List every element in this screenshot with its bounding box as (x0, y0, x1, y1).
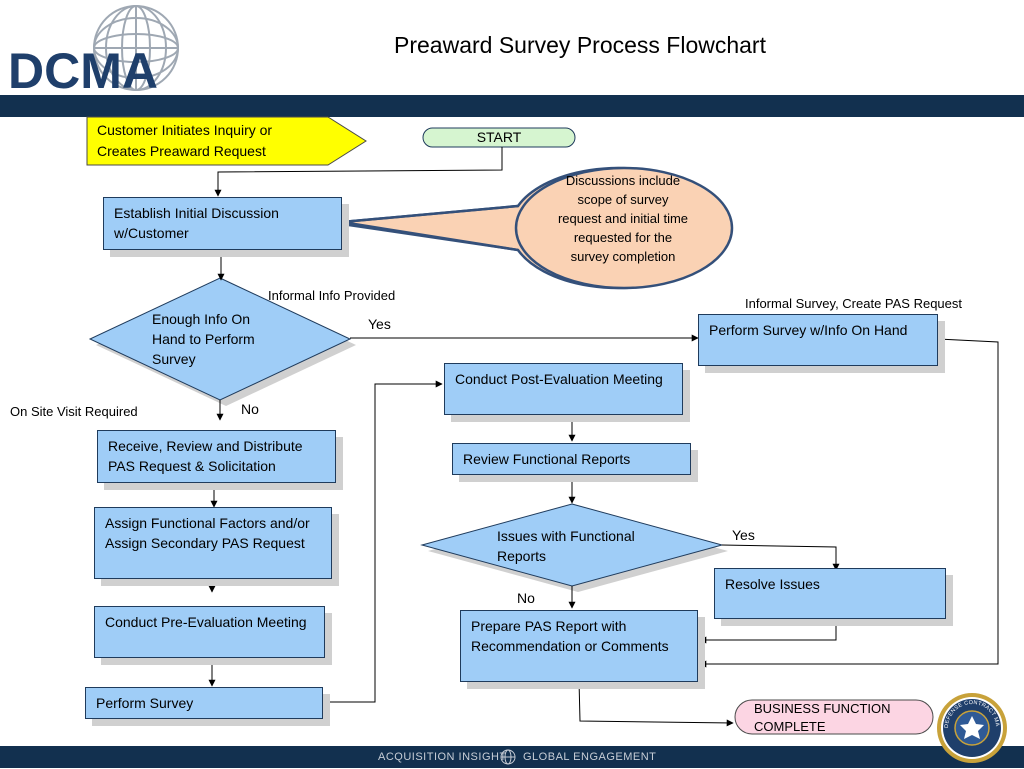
footer-left-text: ACQUISITION INSIGHT (378, 751, 507, 763)
establish-discussion-box: Establish Initial Discussion w/Customer (103, 197, 342, 250)
page-title: Preaward Survey Process Flowchart (394, 32, 766, 58)
complete-shape (734, 699, 934, 735)
informal-survey-label: Informal Survey, Create PAS Request (745, 296, 963, 311)
customer-shape (86, 116, 367, 166)
globe-icon (500, 749, 516, 765)
no-label-1: No (241, 401, 259, 417)
enough-info-label: Enough Info On Hand to Perform Survey (152, 311, 255, 367)
logo-text: DCMA (8, 43, 158, 94)
receive-review-box: Receive, Review and Distribute PAS Reque… (97, 430, 336, 483)
issues-label: Issues with Functional Reports (497, 528, 635, 564)
no-label-2: No (517, 590, 535, 606)
yes-label-1: Yes (368, 316, 391, 332)
assign-functional-box: Assign Functional Factors and/or Assign … (94, 507, 332, 579)
review-reports-box: Review Functional Reports (452, 443, 691, 475)
perform-survey-info-box: Perform Survey w/Info On Hand (698, 314, 938, 366)
informal-info-label: Informal Info Provided (268, 288, 396, 303)
pre-evaluation-box: Conduct Pre-Evaluation Meeting (94, 606, 325, 658)
resolve-issues-box: Resolve Issues (714, 568, 946, 619)
prepare-report-box: Prepare PAS Report with Recommendation o… (460, 610, 698, 682)
on-site-label: On Site Visit Required (10, 404, 138, 419)
footer-right-text: GLOBAL ENGAGEMENT (523, 751, 657, 763)
start-shape (422, 127, 576, 148)
business-complete-node: BUSINESS FUNCTION COMPLETE (754, 701, 891, 734)
discussion-callout: Discussions include scope of survey requ… (557, 173, 689, 264)
customer-request-node: Customer Initiates Inquiry or Creates Pr… (97, 122, 273, 159)
post-evaluation-box: Conduct Post-Evaluation Meeting (444, 363, 683, 415)
dcma-logo: DCMA (8, 4, 230, 99)
header-band (0, 95, 1024, 117)
footer-band: ACQUISITION INSIGHT GLOBAL ENGAGEMENT (0, 746, 1024, 768)
start-node: START (476, 129, 522, 145)
agency-seal: DEFENSE CONTRACT MANAGEMENT AGENCY (934, 688, 1008, 764)
perform-survey-box: Perform Survey (85, 687, 323, 719)
yes-label-2: Yes (732, 527, 755, 543)
